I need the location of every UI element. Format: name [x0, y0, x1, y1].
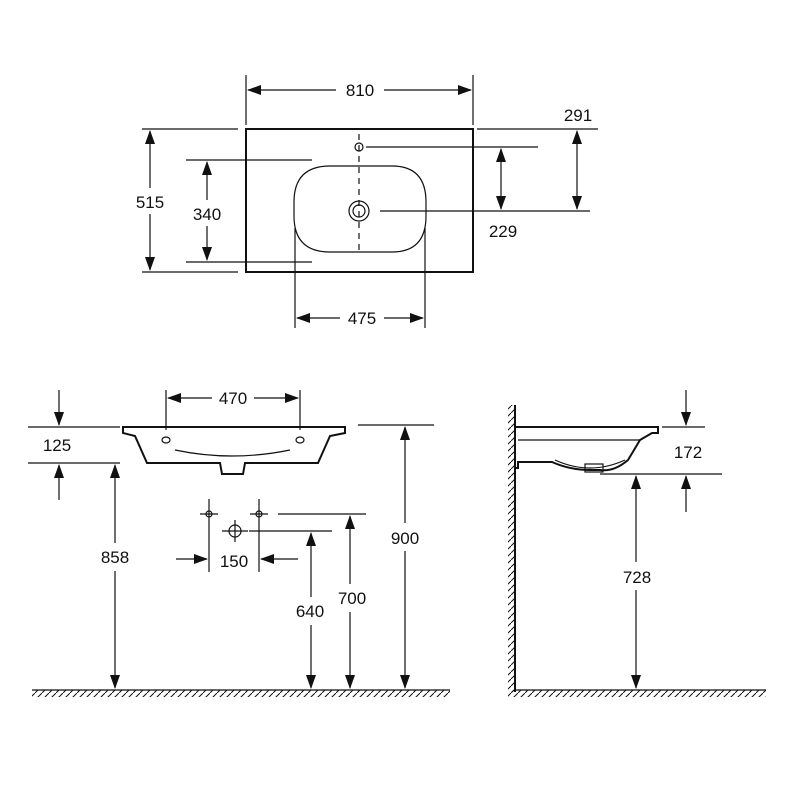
bowl-outline — [293, 165, 427, 253]
dim-700-label: 700 — [338, 589, 366, 608]
bowl-inner-curve — [174, 449, 291, 457]
basin-outline-top — [245, 128, 474, 273]
dim-858-label: 858 — [101, 548, 129, 567]
dim-900-label: 900 — [391, 529, 419, 548]
supply-left-marker — [200, 499, 218, 572]
overflow-hole-left — [161, 436, 171, 444]
dim-515-label: 515 — [136, 193, 164, 212]
front-view: 470 125 858 900 — [28, 389, 450, 697]
dim-125-label: 125 — [43, 436, 71, 455]
drain-outer — [348, 200, 370, 222]
dim-150-label: 150 — [220, 552, 248, 571]
dim-470-label: 470 — [219, 389, 247, 408]
basin-profile-front — [122, 426, 346, 475]
dim-291-label: 291 — [564, 106, 592, 125]
dim-728-label: 728 — [623, 568, 651, 587]
dim-475-label: 475 — [348, 309, 376, 328]
dim-810-label: 810 — [346, 81, 374, 100]
floor-hatch-front — [32, 690, 450, 697]
drain-marker — [222, 520, 248, 542]
dim-229-label: 229 — [489, 222, 517, 241]
side-view: 172 728 — [508, 390, 766, 697]
top-view: 810 515 340 475 291 — [136, 75, 598, 328]
tap-hole — [354, 142, 364, 152]
basin-profile-side — [515, 426, 659, 472]
floor-hatch-side — [508, 690, 766, 697]
wall-hatch — [508, 405, 515, 692]
dim-340-label: 340 — [193, 205, 221, 224]
drain-inner — [352, 204, 366, 218]
dim-172-label: 172 — [674, 443, 702, 462]
supply-right-marker — [250, 499, 268, 572]
dim-640-label: 640 — [296, 602, 324, 621]
overflow-hole-right — [295, 436, 305, 444]
